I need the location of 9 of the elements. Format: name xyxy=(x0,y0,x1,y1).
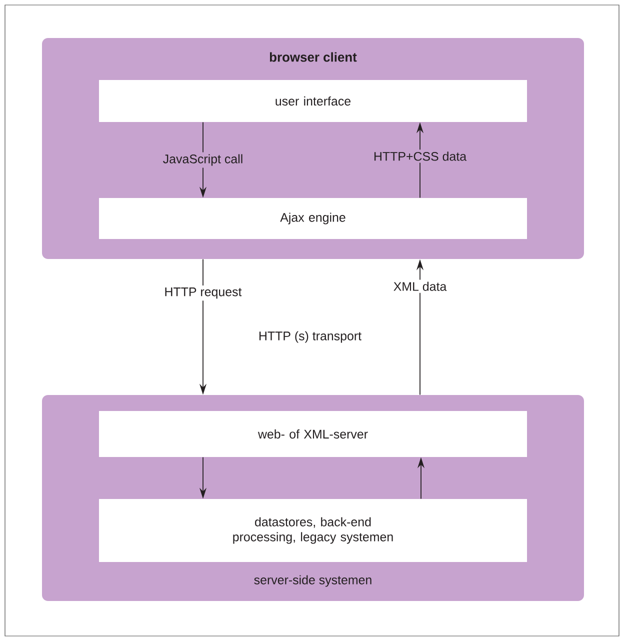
process-box: user interface xyxy=(99,80,527,122)
note-label: HTTP (s) transport xyxy=(259,331,362,343)
process-box: web- of XML-server xyxy=(99,411,527,457)
edge-label: XML data xyxy=(394,282,447,291)
process-box: datastores, back-end processing, legacy systemen xyxy=(99,499,527,562)
edge-label: HTTP request xyxy=(165,288,242,299)
edge-label: JavaScript call xyxy=(163,154,242,166)
process-box: Ajax engine xyxy=(99,198,527,239)
edge-label: HTTP+CSS data xyxy=(374,152,467,161)
